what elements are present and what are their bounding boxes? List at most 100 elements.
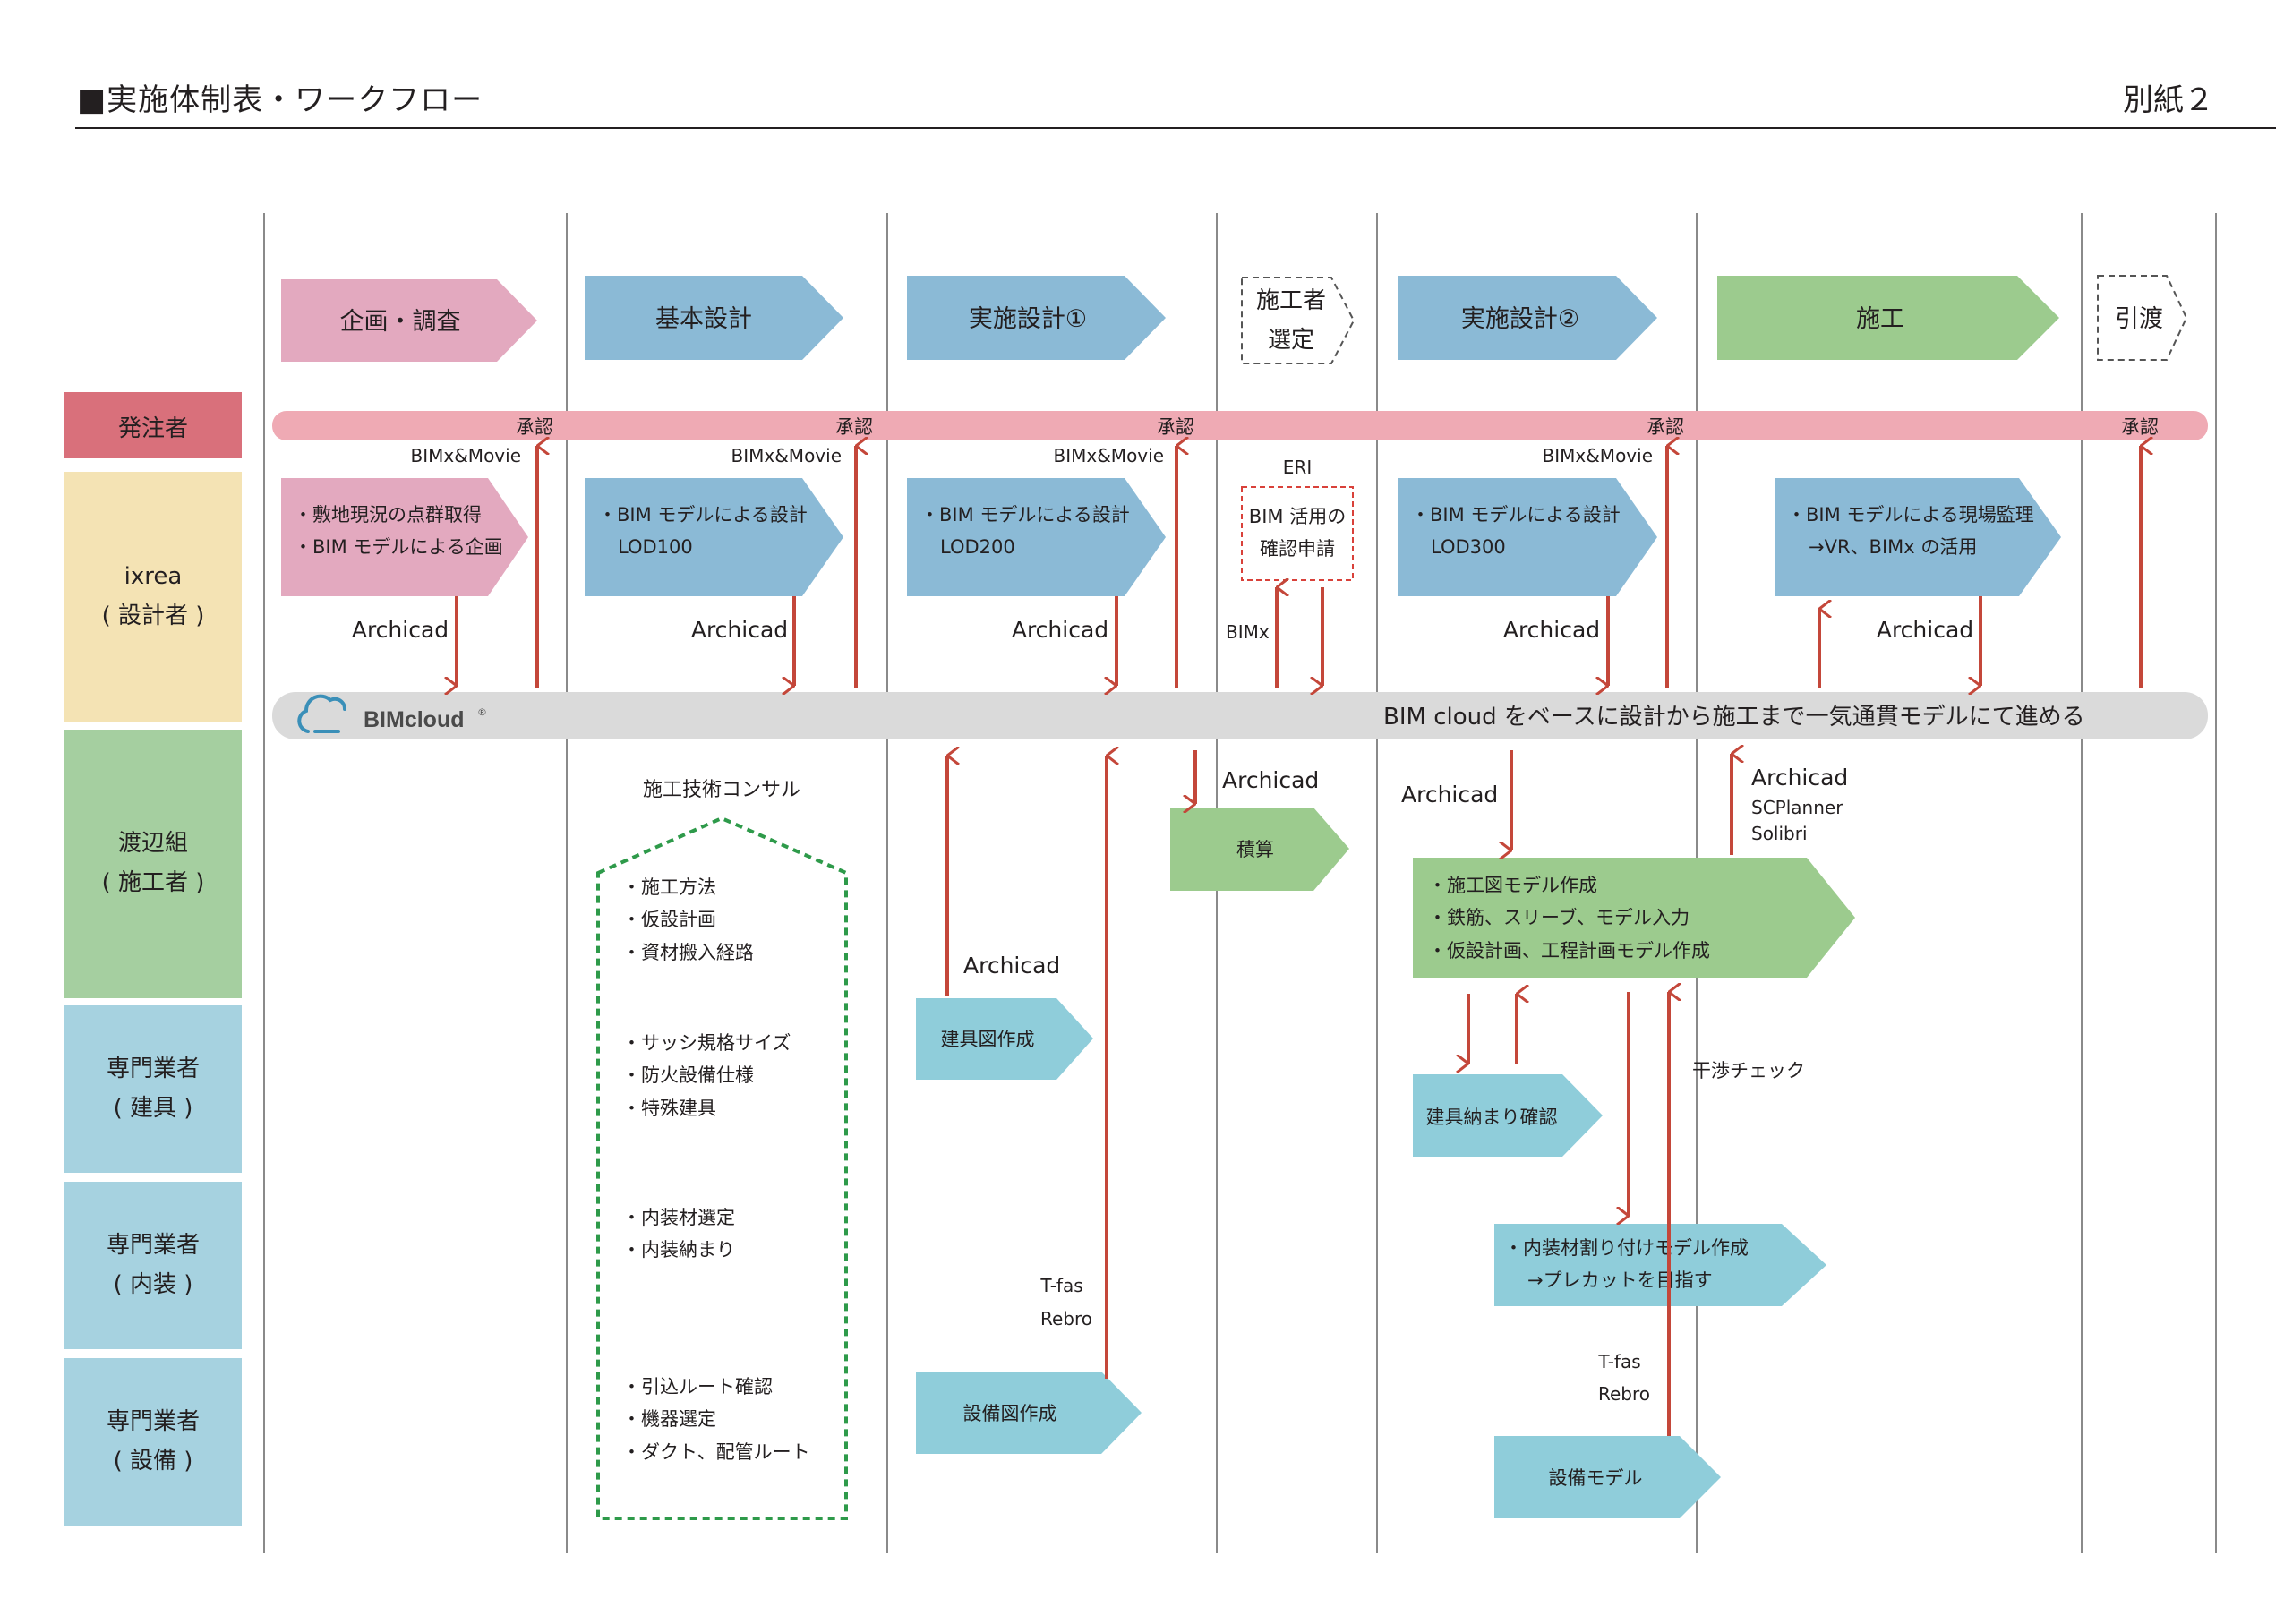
- annex-label: 別紙２: [2123, 82, 2214, 118]
- eri-label: ERI: [1283, 457, 1312, 478]
- bimx-movie-label-4: BIMx&Movie: [1543, 445, 1654, 466]
- bimcloud-logo-mark: ®: [477, 706, 487, 718]
- equipment-model-chevron: [1494, 1436, 1721, 1518]
- designer-task-detail-2-line1: ・BIM モデルによる設計: [1411, 504, 1621, 526]
- approval-label-4: 承認: [1647, 416, 1684, 438]
- approval-label-5: 承認: [2121, 416, 2159, 438]
- designer-task-supervision: [1775, 478, 2061, 596]
- role-sub-interior-sub: ( 内装 ): [114, 1271, 193, 1298]
- phase-construction-label: 施工: [1856, 305, 1904, 333]
- cloud-icon: [297, 694, 347, 733]
- interior-model-line2: →プレカットを目指す: [1527, 1269, 1713, 1291]
- consult-item: ・機器選定: [622, 1408, 716, 1430]
- interior-model-line1: ・内装材割り付けモデル作成: [1504, 1237, 1749, 1259]
- phase-contractor-selection-chevron: [1241, 277, 1356, 364]
- consult-item: ・特殊建具: [622, 1098, 716, 1119]
- phase-detail-design-2-chevron: [1398, 276, 1657, 360]
- equipment-drawing-label: 設備図作成: [963, 1403, 1057, 1424]
- phase-handover-label: 引渡: [2115, 305, 2163, 333]
- designer-task-planning-line2: ・BIM モデルによる企画: [294, 536, 503, 558]
- bimx-label: BIMx: [1226, 621, 1270, 643]
- designer-task-basic-line2: LOD100: [618, 536, 693, 558]
- phase-handover-chevron: [2097, 275, 2188, 361]
- consult-box: [596, 816, 848, 1520]
- role-designer-sub: ( 設計者 ): [102, 603, 205, 629]
- role-constructor-box: [64, 730, 242, 998]
- archicad-label-5: Archicad: [1877, 617, 1973, 643]
- designer-task-permit-line2: 確認申請: [1260, 538, 1335, 560]
- mep-tool-rebro-1: Rebro: [1040, 1308, 1092, 1329]
- phase-basic-design-chevron: [585, 276, 843, 360]
- approval-label-3: 承認: [1157, 416, 1194, 438]
- client-approval-bar: [272, 411, 2208, 440]
- phase-construction-chevron: [1717, 276, 2059, 360]
- tool-scplanner: SCPlanner: [1751, 797, 1843, 818]
- consult-item: ・ダクト、配管ルート: [622, 1441, 810, 1463]
- phase-planning-chevron: [281, 279, 537, 362]
- bimcloud-tagline: BIM cloud をベースに設計から施工まで一気通貫モデルにて進める: [1383, 704, 2085, 731]
- approval-label-2: 承認: [835, 416, 873, 438]
- role-sub-equipment-name: 専門業者: [107, 1408, 200, 1435]
- estimate-chevron: [1170, 808, 1349, 891]
- consult-item: ・仮設計画: [622, 909, 716, 930]
- archicad-label-1: Archicad: [352, 617, 449, 643]
- designer-task-planning: [281, 478, 528, 596]
- tool-solibri: Solibri: [1751, 823, 1808, 844]
- fitting-check-chevron: [1413, 1074, 1603, 1157]
- designer-task-detail-2-line2: LOD300: [1431, 536, 1506, 558]
- designer-task-permit-box: [1241, 486, 1354, 581]
- consult-item: ・資材搬入経路: [622, 942, 754, 963]
- designer-task-detail-1: [907, 478, 1166, 596]
- designer-task-permit-line1: BIM 活用の: [1249, 506, 1346, 527]
- mep-tool-rebro-2: Rebro: [1598, 1383, 1650, 1405]
- mep-tool-tfas-2: T-fas: [1597, 1351, 1640, 1372]
- designer-task-detail-1-line2: LOD200: [940, 536, 1015, 558]
- archicad-label-estimate: Archicad: [1222, 767, 1319, 793]
- role-sub-equipment-box: [64, 1358, 242, 1526]
- role-sub-interior-name: 専門業者: [107, 1232, 200, 1259]
- fitting-check-label: 建具納まり確認: [1426, 1107, 1558, 1128]
- construction-model-line: ・鉄筋、スリーブ、モデル入力: [1428, 907, 1689, 928]
- designer-task-supervision-line1: ・BIM モデルによる現場監理: [1787, 504, 2034, 526]
- approval-label-1: 承認: [516, 416, 553, 438]
- consult-item: ・内装納まり: [622, 1239, 735, 1261]
- consult-item: ・引込ルート確認: [622, 1376, 773, 1397]
- designer-task-supervision-line2: →VR、BIMx の活用: [1809, 536, 1977, 558]
- archicad-label-construction-2: Archicad: [1751, 765, 1848, 791]
- phase-basic-design-label: 基本設計: [655, 305, 752, 333]
- archicad-label-4: Archicad: [1503, 617, 1600, 643]
- estimate-label: 積算: [1236, 839, 1274, 860]
- page-title: ■実施体制表・ワークフロー: [77, 82, 483, 118]
- archicad-label-construction: Archicad: [1401, 782, 1498, 808]
- role-sub-fittings-name: 専門業者: [107, 1056, 200, 1082]
- role-sub-fittings-sub: ( 建具 ): [114, 1095, 193, 1122]
- fitting-drawing-label: 建具図作成: [941, 1029, 1035, 1050]
- construction-model-line: ・仮設計画、工程計画モデル作成: [1428, 940, 1710, 962]
- designer-task-planning-line1: ・敷地現況の点群取得: [294, 504, 482, 526]
- equipment-drawing-chevron: [916, 1372, 1142, 1454]
- designer-task-detail-1-line1: ・BIM モデルによる設計: [920, 504, 1130, 526]
- consult-item: ・内装材選定: [622, 1207, 735, 1228]
- bimcloud-bar: [272, 692, 2208, 739]
- phase-detail-design-2-label: 実施設計②: [1461, 305, 1579, 333]
- header-rule: [75, 127, 2276, 129]
- fitting-drawing-chevron: [916, 998, 1093, 1080]
- role-designer-name: ixrea: [124, 563, 183, 590]
- designer-task-detail-2: [1398, 478, 1657, 596]
- role-client-label: 発注者: [118, 415, 188, 442]
- archicad-label-2: Archicad: [691, 617, 788, 643]
- phase-detail-design-1-label: 実施設計①: [969, 305, 1087, 333]
- equipment-model-label: 設備モデル: [1549, 1467, 1643, 1489]
- bimcloud-logo-text: BIMcloud: [364, 707, 465, 732]
- interior-model-chevron: [1494, 1224, 1826, 1306]
- role-constructor-sub: ( 施工者 ): [102, 869, 205, 896]
- designer-task-basic-line1: ・BIM モデルによる設計: [598, 504, 808, 526]
- archicad-label-3: Archicad: [1012, 617, 1108, 643]
- consult-title: 施工技術コンサル: [643, 779, 800, 801]
- phase-planning-label: 企画・調査: [340, 308, 461, 336]
- clash-check-label: 干渉チェック: [1692, 1060, 1805, 1081]
- mep-tool-tfas-1: T-fas: [1039, 1275, 1082, 1296]
- construction-model-line: ・施工図モデル作成: [1428, 875, 1597, 896]
- consult-item: ・施工方法: [622, 876, 716, 898]
